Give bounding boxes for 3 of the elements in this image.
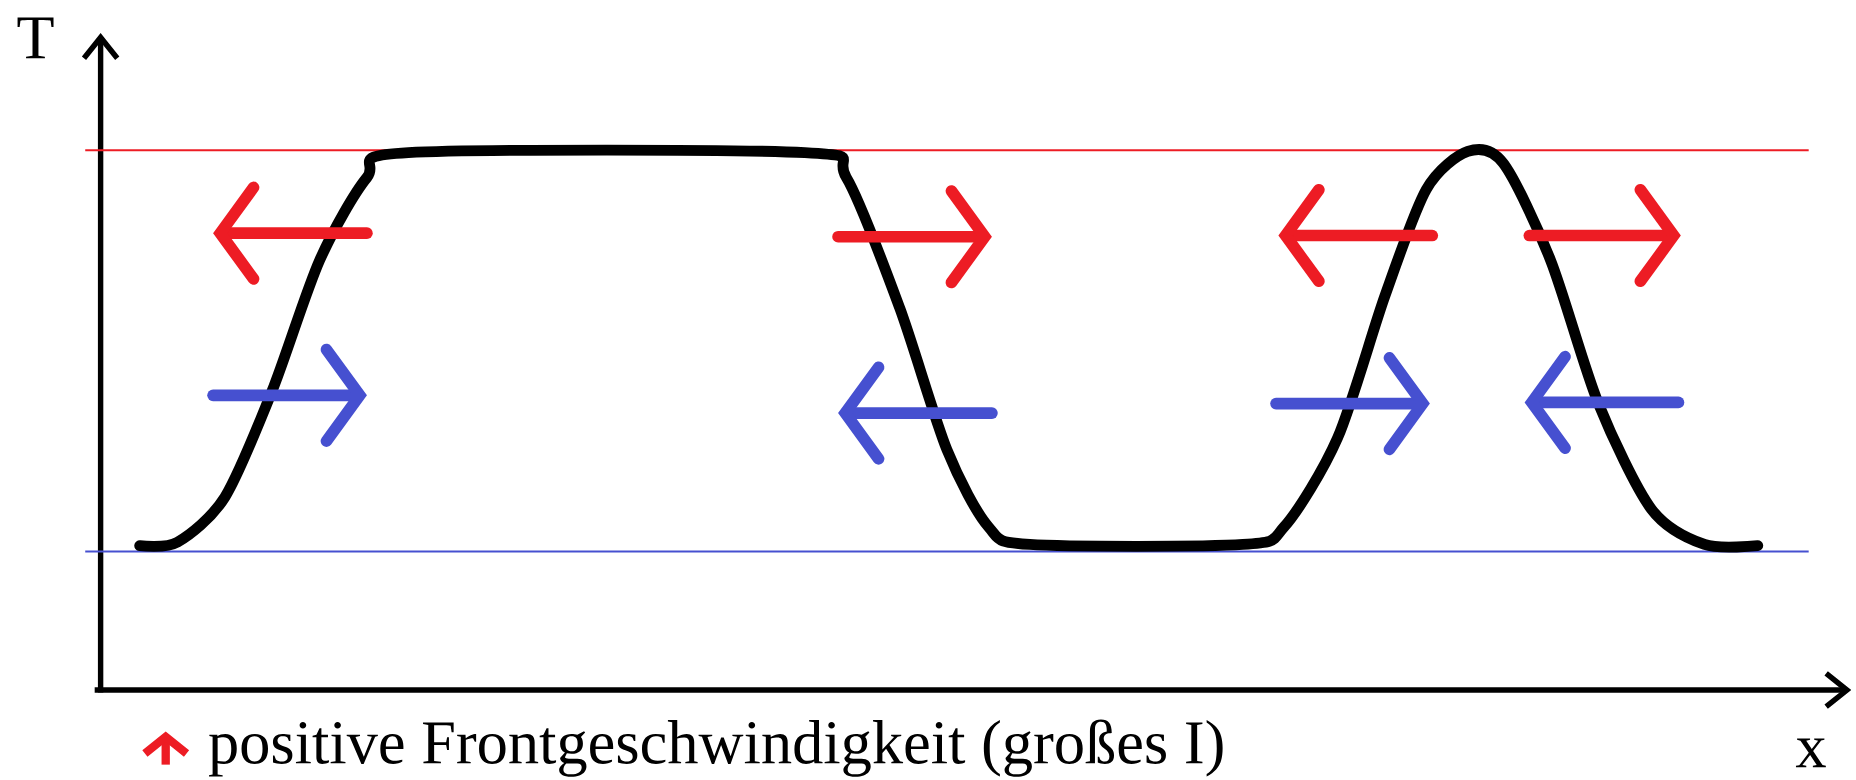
legend-item: positive Frontgeschwindigkeit (großes I): [142, 719, 1223, 777]
axis-label: x: [1795, 738, 1826, 768]
axis-label: T: [17, 17, 54, 59]
